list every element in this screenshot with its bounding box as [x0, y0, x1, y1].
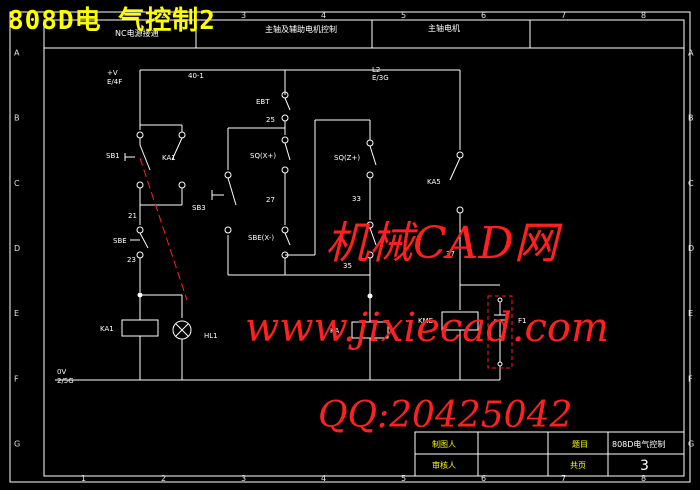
row-labels-right: A B C D E F G — [688, 49, 694, 449]
ov-label: 0V — [57, 368, 66, 376]
grid-row-label: B — [14, 114, 20, 123]
sbe-label: SBE — [113, 237, 127, 245]
grid-row-label: G — [14, 439, 20, 448]
grid-row-label: D — [688, 244, 694, 253]
wire-40-1-label: 40-1 — [188, 72, 204, 80]
sqz-label: SQ(Z+) — [334, 154, 360, 162]
grid-column-label: 6 — [481, 11, 486, 20]
grid-row-label: D — [14, 244, 20, 253]
ka1-contact-label: KA1 — [162, 154, 176, 162]
grid-column-label: 7 — [561, 11, 566, 20]
wire-25-label: 25 — [266, 116, 275, 124]
grid-row-label: G — [688, 439, 694, 448]
grid-column-label: 3 — [241, 474, 246, 483]
mechanical-link — [139, 157, 188, 301]
sbe-x-label: SBE(X-) — [248, 234, 274, 242]
inner-frame — [43, 19, 685, 477]
e4f-label: E/4F — [107, 78, 122, 86]
title-label: 题目 — [572, 440, 588, 449]
title-block — [414, 431, 685, 477]
wire-21-label: 21 — [128, 212, 137, 220]
grid-column-label: 4 — [321, 474, 326, 483]
ka1-coil-label: KA1 — [100, 325, 114, 333]
wire-35-label: 35 — [343, 262, 352, 270]
l2-label: L2 — [372, 66, 380, 74]
grid-row-label: F — [688, 374, 693, 383]
checked-by-label: 审核人 — [432, 460, 456, 470]
ebt-label: EBT — [256, 98, 270, 106]
pages-label: 共页 — [570, 461, 586, 470]
watermark-line-3: QQ:20425042 — [318, 395, 573, 436]
row-labels-left: A B C D E F G — [14, 49, 20, 449]
circuit-column-2 — [211, 91, 315, 276]
overlay-title: 808D电 气控制2 — [8, 6, 216, 36]
header-right-label: 主轴电机 — [428, 23, 460, 33]
grid-row-label: F — [14, 374, 19, 383]
grid-column-label: 6 — [481, 474, 486, 483]
grid-column-label: 5 — [401, 11, 406, 20]
sb3-label: SB3 — [192, 204, 206, 212]
grid-column-label: 2 — [161, 474, 166, 483]
circuit-column-1 — [121, 124, 192, 380]
e3g-label: E/3G — [372, 74, 389, 82]
wire-23-label: 23 — [127, 256, 136, 264]
grid-column-label: 2 — [161, 11, 166, 20]
grid-column-label: 8 — [641, 11, 646, 20]
drawn-by-label: 制图人 — [432, 439, 456, 449]
grid-column-label: 5 — [401, 474, 406, 483]
column-labels-bottom: 1 2 3 4 5 6 7 8 — [81, 474, 646, 483]
top-power-rail — [139, 69, 461, 150]
grid-row-label: A — [14, 49, 20, 58]
ka5-label: KA5 — [427, 178, 441, 186]
kme-label: KME — [418, 317, 433, 325]
grid-row-label: C — [14, 179, 20, 188]
plus-v-label: +V — [107, 69, 118, 77]
wire-33-label: 33 — [352, 195, 361, 203]
grid-row-label: B — [688, 114, 694, 123]
grid-column-label: 4 — [321, 11, 326, 20]
header-mid-label: 主轴及辅助电机控制 — [265, 24, 337, 34]
sqx-label: SQ(X+) — [250, 152, 276, 160]
f1-label: F1 — [518, 317, 526, 325]
page-number: 3 — [640, 458, 649, 474]
column-labels-top: 1 2 3 4 5 6 7 8 — [81, 11, 646, 20]
grid-row-label: E — [14, 309, 19, 318]
circuit-column-3 — [285, 119, 389, 380]
grid-column-label: 1 — [81, 11, 86, 20]
grid-row-label: E — [688, 309, 693, 318]
grid-column-label: 7 — [561, 474, 566, 483]
grid-column-label: 1 — [81, 474, 86, 483]
outer-frame — [9, 11, 691, 483]
f1-dashed-box — [487, 295, 513, 369]
watermark-line-1: 机械CAD网 — [325, 218, 558, 269]
hl1-label: HL1 — [204, 332, 218, 340]
grid-row-label: A — [688, 49, 694, 58]
sb1-label: SB1 — [106, 152, 120, 160]
grid-column-label: 8 — [641, 474, 646, 483]
wire-37-label: 37 — [446, 250, 455, 258]
wire-27-label: 27 — [266, 196, 275, 204]
title-value: 808D电气控制 — [612, 439, 665, 449]
ka-coil-label: KA — [330, 327, 339, 335]
grid-column-label: 3 — [241, 11, 246, 20]
circuit-column-4 — [441, 151, 506, 380]
header-left-label: NC电源接通 — [115, 28, 159, 38]
grid-row-label: C — [688, 179, 694, 188]
watermark-line-2: www.jixiecad.com — [245, 305, 609, 351]
2-5g-label: 2/5G — [57, 377, 74, 385]
